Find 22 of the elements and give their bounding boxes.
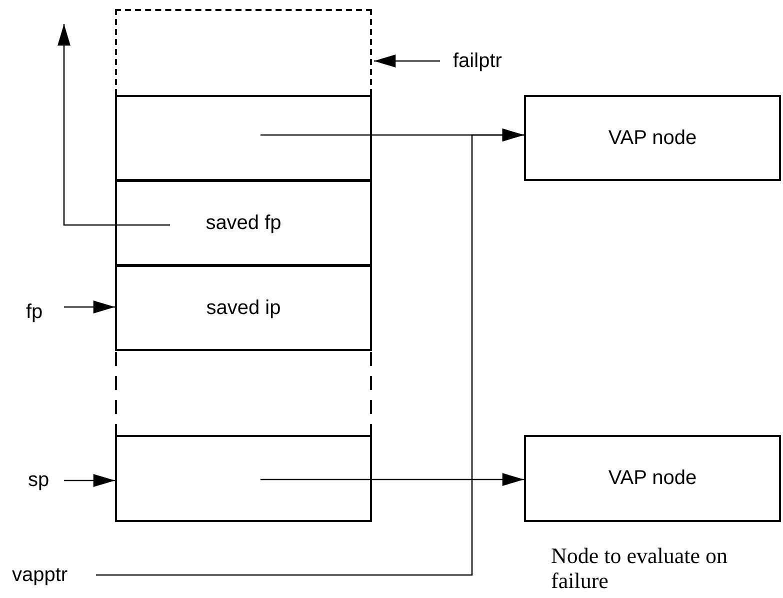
stack-cell: [115, 95, 372, 181]
node-caption: Node to evaluate on failure: [551, 543, 729, 593]
arrow: [96, 128, 524, 576]
arrow: [374, 54, 440, 68]
free-arrow: [58, 24, 170, 226]
node-label: VAP node: [608, 467, 697, 490]
node-label: saved ip: [206, 296, 281, 320]
pointer-label: vapptr: [12, 564, 68, 586]
stack-cell: [115, 265, 372, 351]
vap-node-box: [524, 435, 781, 522]
arrow: [64, 474, 115, 487]
pointer-label: fp: [26, 300, 43, 324]
vap-node-box: [524, 95, 781, 181]
node-label: saved fp: [206, 212, 282, 234]
dashed-stack-slot: [115, 9, 372, 95]
arrow: [64, 300, 115, 314]
stack-cell: [115, 180, 372, 266]
arrow: [260, 473, 524, 486]
node-label: VAP node: [608, 126, 697, 150]
pointer-label: sp: [28, 468, 50, 492]
stack-cell: [115, 435, 372, 522]
pointer-label: failptr: [453, 50, 502, 72]
